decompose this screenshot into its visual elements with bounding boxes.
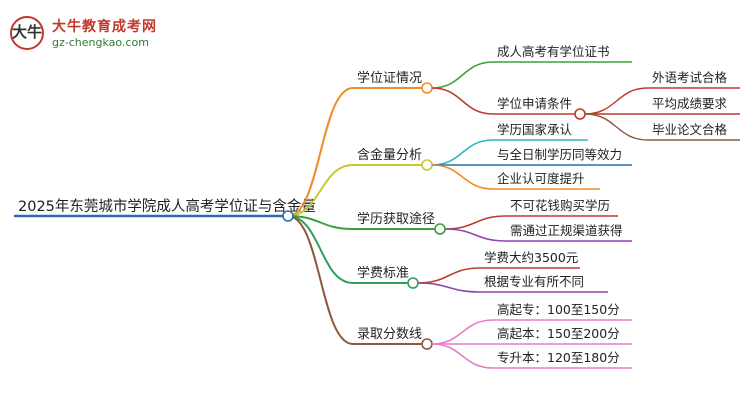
- branch-node-2: [434, 223, 446, 235]
- subtopic-0-1: 学位申请条件: [497, 96, 572, 111]
- root-topic: 2025年东莞城市学院成人高考学位证与含金量: [18, 198, 316, 215]
- subtopic-1-1: 与全日制学历同等效力: [497, 147, 622, 162]
- branch-node-4: [421, 338, 433, 350]
- subtopic-connector-3-0: [417, 267, 481, 284]
- subtopic-connector-4-2: [431, 343, 494, 369]
- subtopic-connector-3-1: [417, 282, 481, 293]
- subtopic-2-1: 需通过正规渠道获得: [510, 223, 623, 238]
- logo-mark: 大牛: [10, 16, 44, 50]
- branch-connector-2: [287, 215, 354, 230]
- leaf-connector-2: [584, 113, 649, 141]
- subtopic-connector-2-0: [444, 215, 507, 230]
- branch-connector-4: [287, 215, 354, 345]
- logo-title: 大牛教育成考网: [52, 19, 157, 35]
- site-logo[interactable]: 大牛 大牛教育成考网 gz-chengkao.com: [8, 14, 178, 54]
- subtopic-1-2: 企业认可度提升: [497, 171, 585, 186]
- logo-url: gz-chengkao.com: [52, 36, 149, 49]
- branch-connector-0: [287, 87, 354, 217]
- branch-node-0: [421, 82, 433, 94]
- subtopic-connector-0-0: [431, 61, 494, 89]
- subtopic-node-0-1: [574, 108, 586, 120]
- subtopic-4-1: 高起本：150至200分: [497, 326, 620, 341]
- subtopic-connector-4-0: [431, 319, 494, 345]
- branch-node-3: [407, 277, 419, 289]
- branch-node-1: [421, 159, 433, 171]
- subtopic-connector-0-1: [431, 87, 494, 115]
- subtopic-3-1: 根据专业有所不同: [484, 274, 584, 289]
- branch-topic-2: 学历获取途径: [357, 211, 435, 227]
- subtopic-4-0: 高起专：100至150分: [497, 302, 620, 317]
- leaf-topic-0: 外语考试合格: [652, 70, 728, 85]
- branch-topic-0: 学位证情况: [357, 70, 422, 86]
- subtopic-1-0: 学历国家承认: [497, 122, 573, 137]
- subtopic-3-0: 学费大约3500元: [484, 250, 578, 265]
- subtopic-4-2: 专升本：120至180分: [497, 350, 620, 365]
- branch-topic-4: 录取分数线: [357, 327, 422, 342]
- leaf-connector-0: [584, 87, 649, 115]
- branch-topic-1: 含金量分析: [357, 147, 422, 163]
- subtopic-connector-1-2: [431, 164, 494, 190]
- leaf-topic-2: 毕业论文合格: [652, 122, 728, 137]
- subtopic-2-0: 不可花钱购买学历: [510, 198, 610, 213]
- leaf-topic-1: 平均成绩要求: [652, 96, 728, 111]
- root-node: [282, 210, 294, 222]
- subtopic-connector-1-0: [431, 139, 494, 166]
- subtopic-0-0: 成人高考有学位证书: [497, 44, 610, 59]
- branch-connector-1: [287, 164, 354, 217]
- branch-connector-3: [287, 215, 354, 284]
- logo-mark-text: 大牛: [12, 23, 43, 41]
- subtopic-connector-2-1: [444, 228, 507, 242]
- branch-topic-3: 学费标准: [357, 265, 409, 281]
